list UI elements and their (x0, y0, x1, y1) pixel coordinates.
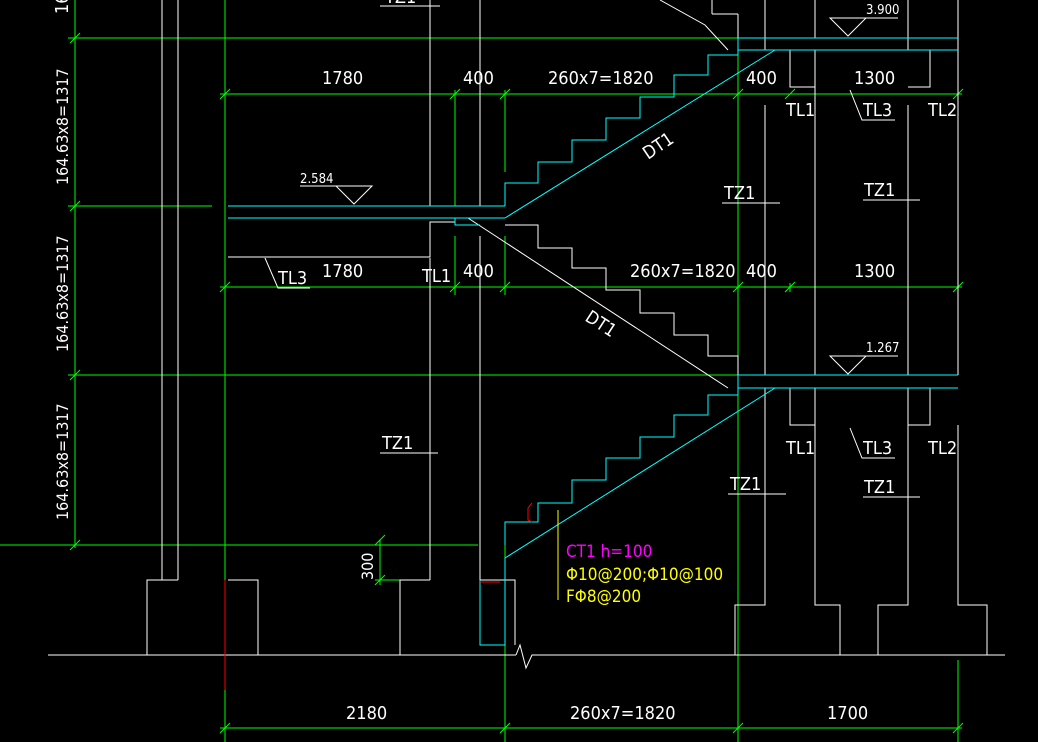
label-tl1-mid: TL1 (421, 266, 451, 287)
dim-top-1300: 1300 (854, 68, 895, 89)
label-tl2-upper: TL2 (927, 100, 957, 121)
label-tz1-b: TZ1 (863, 180, 895, 201)
ct1-title: CT1 h=100 (566, 542, 652, 562)
partial-top-label: TZ1 (384, 0, 416, 8)
label-tz1-a: TZ1 (723, 183, 755, 204)
dim-mid-400a: 400 (463, 261, 494, 282)
dim-mid-1780: 1780 (322, 261, 363, 282)
dim-bottom-1820: 260x7=1820 (570, 703, 676, 724)
stair-slab-lines (228, 37, 958, 646)
dim-top-1820: 260x7=1820 (548, 68, 654, 89)
label-dt1-lower: DT1 (581, 307, 620, 342)
dim-mid-1820: 260x7=1820 (630, 261, 736, 282)
vertical-dim-3: 164.63x8=1317 (53, 403, 72, 520)
label-tz1-c: TZ1 (381, 433, 413, 454)
label-tz1-e: TZ1 (863, 477, 895, 498)
elevation-3900: 3.900 (866, 3, 899, 18)
vertical-dim-2: 164.63x8=1317 (53, 235, 72, 352)
label-tl3-lower: TL3 (862, 438, 892, 459)
ct1-rebar-main: Φ10@200;Φ10@100 (566, 565, 723, 585)
elevation-2584: 2.584 (300, 172, 333, 187)
partial-left-text: 16 (52, 0, 73, 14)
label-tz1-d: TZ1 (729, 474, 761, 495)
dim-top-400a: 400 (463, 68, 494, 89)
label-tl1-lower: TL1 (785, 438, 815, 459)
ct1-rebar-dist: FΦ8@200 (566, 587, 641, 607)
dim-top-1780: 1780 (322, 68, 363, 89)
label-tl3-mid: TL3 (277, 268, 307, 289)
dim-top-400b: 400 (746, 68, 777, 89)
label-tl3-upper: TL3 (862, 100, 892, 121)
vertical-dim-300: 300 (358, 553, 377, 580)
elevation-1267: 1.267 (866, 341, 899, 356)
dim-mid-1300: 1300 (854, 261, 895, 282)
red-markers (224, 502, 533, 690)
elevation-markers (300, 17, 898, 375)
vertical-dim-1: 164.63x8=1317 (53, 68, 72, 185)
label-tl2-lower: TL2 (927, 438, 957, 459)
dim-mid-400b: 400 (746, 261, 777, 282)
dim-bottom-2180: 2180 (346, 703, 387, 724)
dimension-lines (0, 0, 964, 742)
label-leaders (264, 5, 920, 498)
label-tl1-upper: TL1 (785, 100, 815, 121)
label-dt1-upper: DT1 (639, 128, 678, 164)
structure-outline (48, 0, 1005, 670)
dim-bottom-1700: 1700 (827, 703, 868, 724)
